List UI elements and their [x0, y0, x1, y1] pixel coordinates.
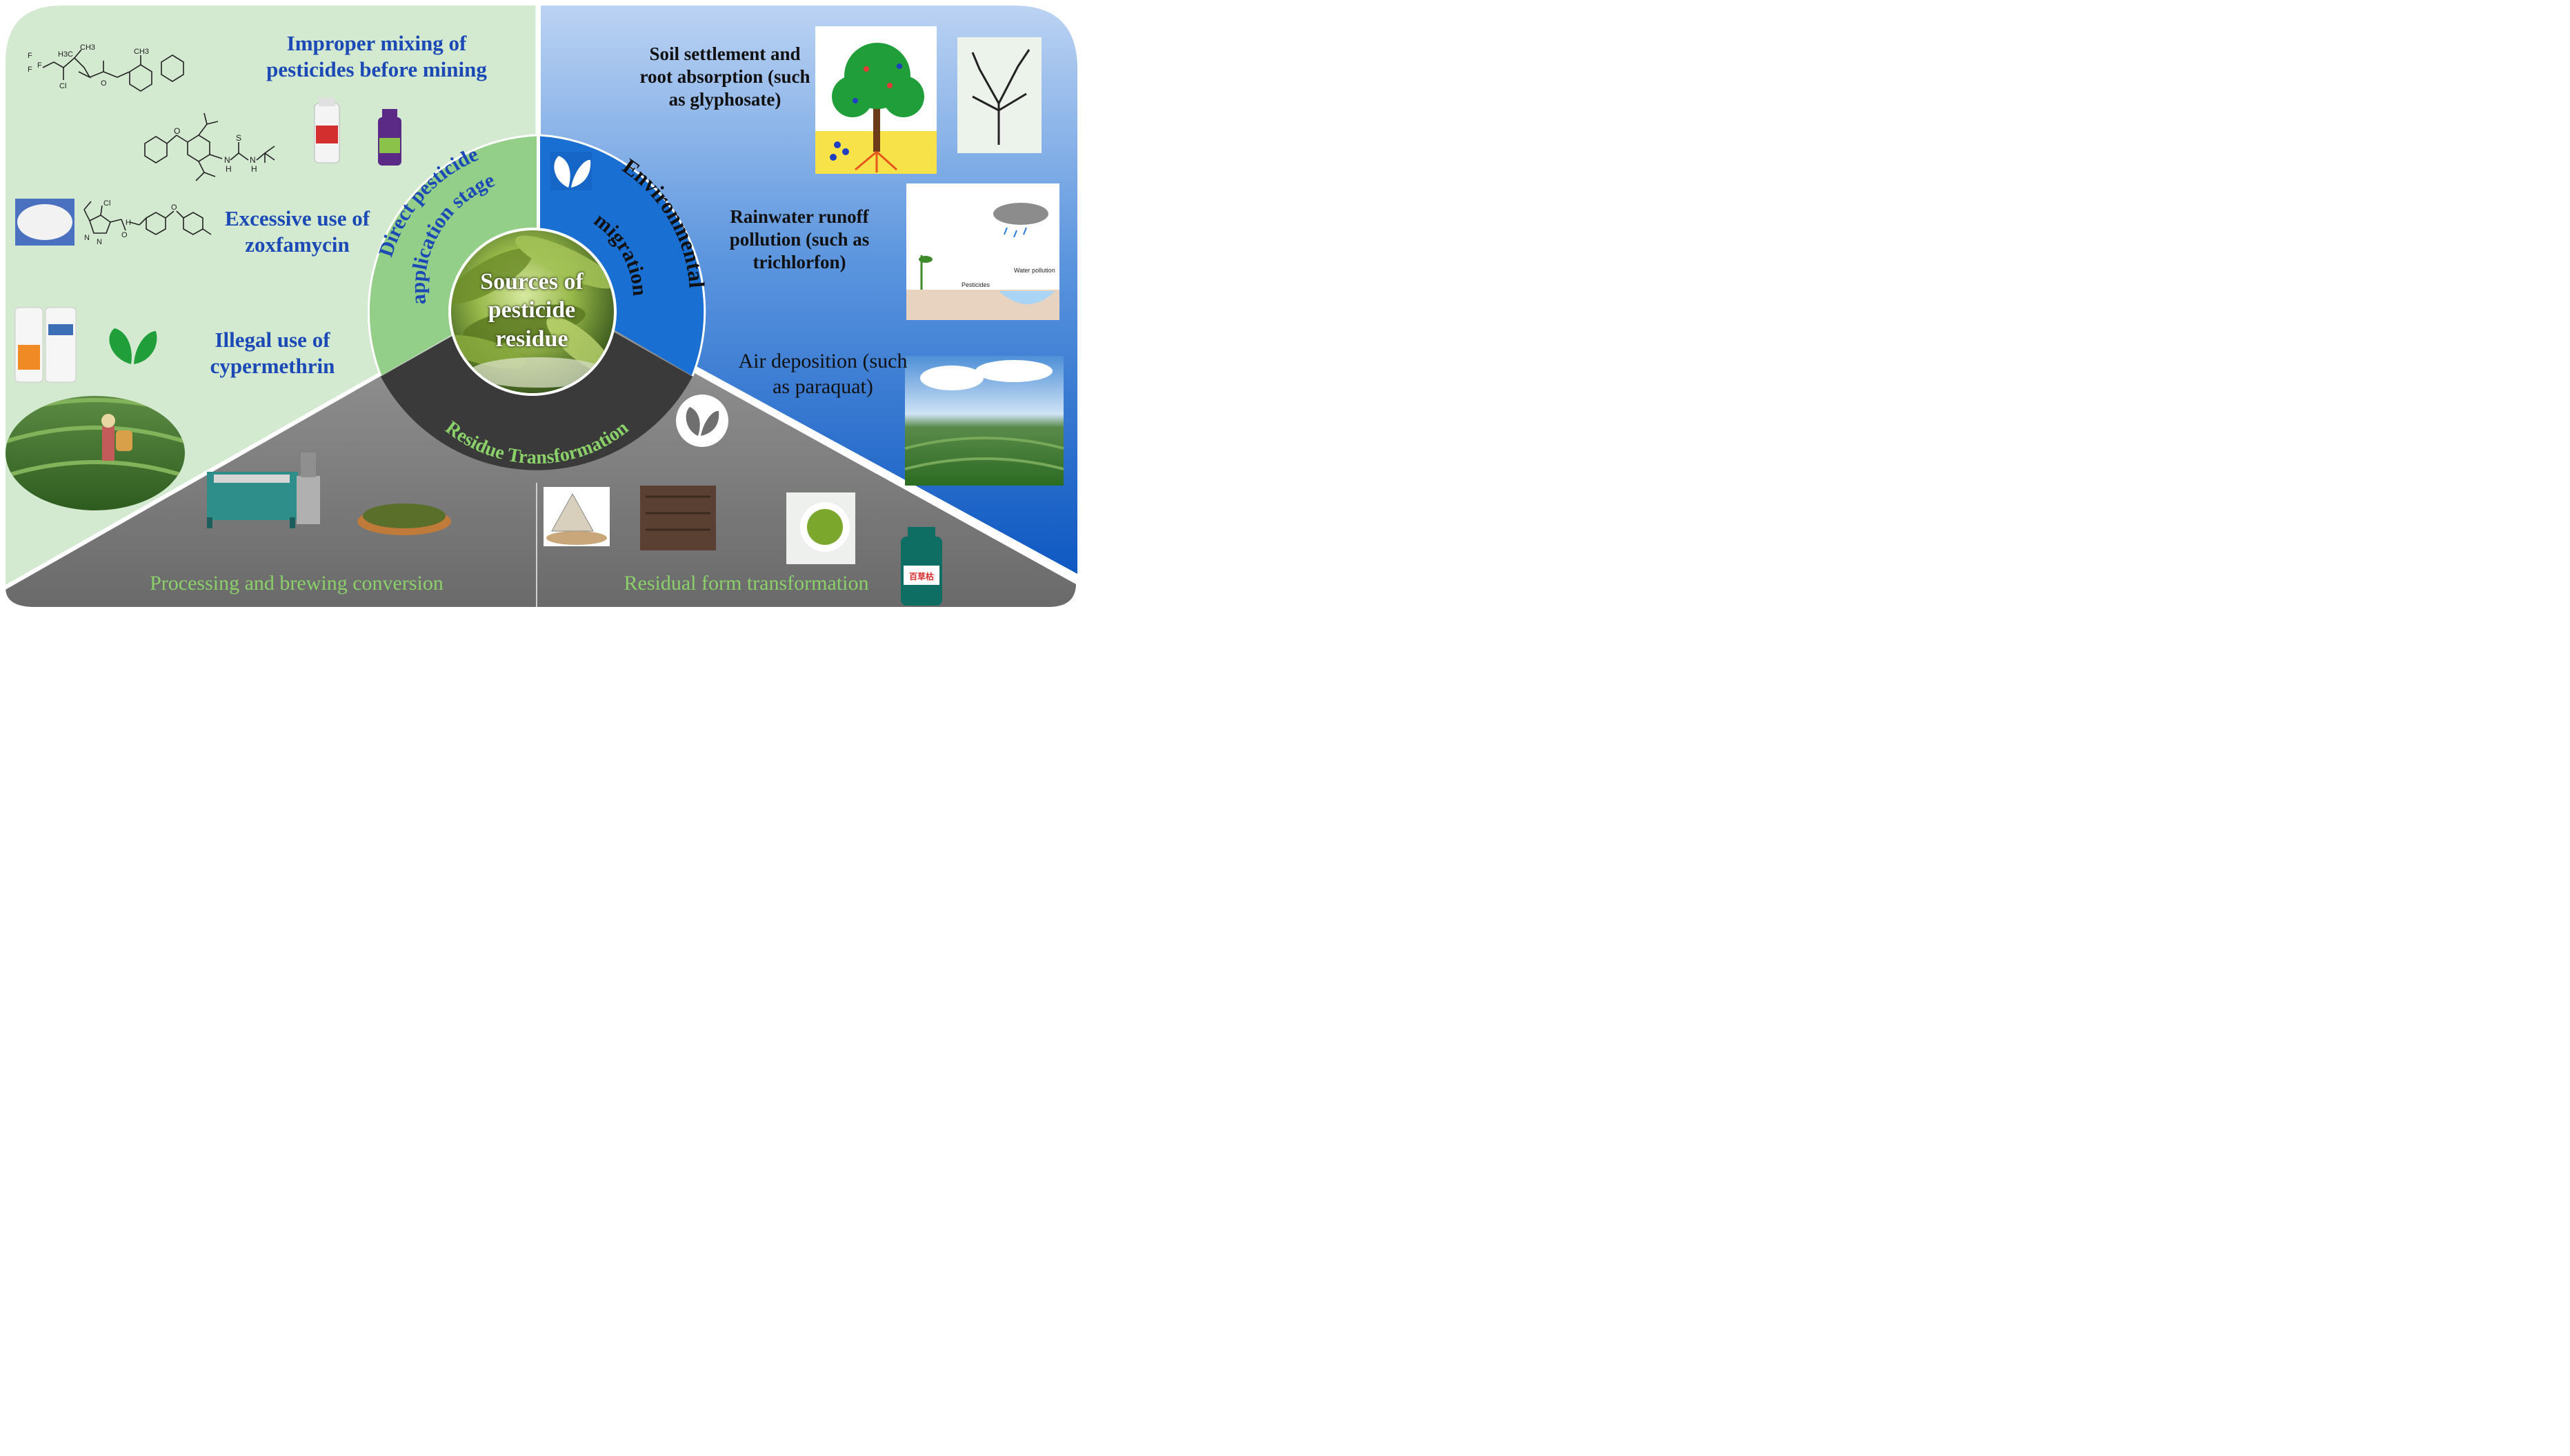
leaf-icon-bottom: [676, 395, 728, 447]
molecule-diafenthiuron-labels: O S N H N H: [174, 126, 257, 174]
left-item-1: Improper mixing of pesticides before min…: [266, 31, 487, 81]
svg-text:H: H: [251, 164, 257, 174]
center-title: Sources of pesticide residue: [480, 269, 584, 352]
tree-root-absorption-image: [815, 26, 937, 174]
left-item-3: Illegal use of cypermethrin: [210, 328, 335, 378]
leaf-icon-blue-panel: [550, 152, 592, 190]
svg-text:CH3: CH3: [134, 48, 149, 56]
tea-field-farmer-image: [6, 396, 185, 510]
right-item-1: Soil settlement and root absorption (suc…: [639, 43, 810, 110]
svg-text:N: N: [97, 238, 102, 246]
center-tea-image: [448, 228, 617, 396]
svg-text:F: F: [28, 66, 32, 74]
paraquat-bottle-image: 百草枯: [901, 527, 942, 606]
leaf-icon-left: [109, 328, 157, 364]
svg-text:Cl: Cl: [103, 199, 110, 208]
molecule-bifenthrin: [42, 49, 184, 92]
svg-text:O: O: [171, 203, 177, 212]
right-item-2: Rainwater runoff pollution (such as tric…: [729, 206, 870, 272]
svg-text:H: H: [126, 219, 131, 227]
svg-text:F: F: [28, 52, 32, 60]
svg-text:CH3: CH3: [80, 43, 95, 52]
right-item-3: Air deposition (such as paraquat): [738, 350, 908, 398]
dried-tea-plate-image: [357, 503, 451, 535]
svg-text:Water pollution: Water pollution: [1014, 267, 1055, 274]
svg-text:N: N: [250, 155, 256, 165]
svg-text:H3C: H3C: [58, 50, 73, 59]
bottle-label-text: 百草枯: [909, 571, 934, 581]
svg-text:O: O: [101, 79, 107, 88]
pesticide-bottle-white: [314, 98, 340, 163]
tea-processing-machine-image: [207, 452, 320, 528]
white-powder-image: [15, 199, 74, 246]
molecule-bifenthrin-labels: F F F Cl H3C CH3 O CH3: [28, 43, 149, 90]
ring-left-sector: [368, 135, 537, 376]
molecule-pyrazole-labels: Cl N N O H O: [84, 199, 177, 246]
svg-text:O: O: [174, 126, 180, 136]
caption-processing: Processing and brewing conversion: [150, 572, 444, 595]
left-item-2: Excessive use of zoxfamycin: [224, 206, 370, 257]
svg-text:Cl: Cl: [59, 82, 66, 90]
bare-tree-sketch-image: [957, 37, 1042, 153]
molecule-diafenthiuron: [144, 112, 275, 181]
svg-text:O: O: [121, 231, 128, 239]
ring-right-sector: [540, 135, 705, 376]
tea-plantation-landscape-image: [904, 356, 1064, 486]
green-tea-cup-image: [786, 492, 855, 564]
svg-text:N: N: [84, 234, 90, 242]
svg-text:H: H: [226, 164, 232, 174]
caption-residual-form: Residual form transformation: [624, 572, 869, 595]
tea-bag-image: [544, 487, 610, 546]
cypermethrin-bottles-image: [14, 307, 77, 383]
rainwater-runoff-image: Pesticides Water pollution: [906, 183, 1059, 320]
pesticide-bottle-purple: [378, 109, 401, 166]
tea-brick-image: [640, 486, 716, 550]
svg-text:F: F: [37, 61, 42, 70]
svg-text:Pesticides: Pesticides: [962, 281, 990, 288]
diagram-canvas: Direct pesticide application stage Envir…: [0, 0, 1082, 607]
molecule-pyrazole: [83, 201, 212, 235]
svg-text:N: N: [224, 155, 230, 165]
svg-text:S: S: [236, 133, 241, 143]
